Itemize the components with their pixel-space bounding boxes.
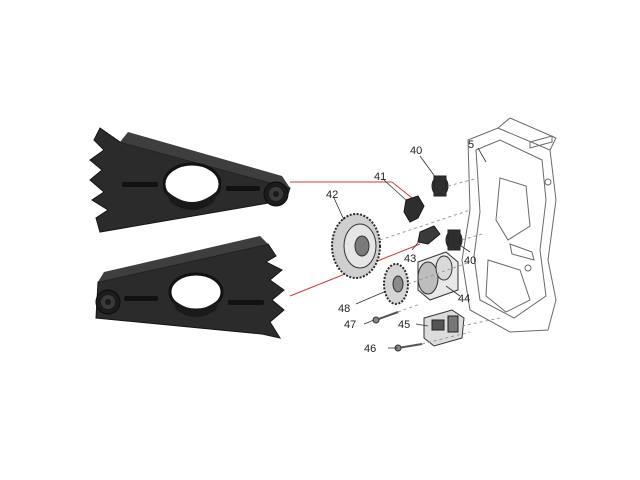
callout-43: 43: [404, 253, 416, 265]
part-43-connector: [417, 225, 441, 245]
part-47-screw: [372, 311, 399, 324]
callout-41: 41: [374, 171, 386, 183]
part-48-small-gear: [383, 263, 409, 305]
door-housing: [461, 117, 557, 333]
exploded-assembly: [331, 117, 557, 352]
part-46-screw: [394, 343, 423, 352]
part-41-clip: [403, 195, 425, 223]
callout-44: 44: [458, 293, 470, 305]
bracket-part-bottom: [95, 236, 285, 339]
part-40-upper: [431, 175, 449, 197]
assembly-guides: [379, 177, 501, 345]
part-45-actuator: [423, 309, 465, 347]
part-42-large-gear: [331, 213, 381, 279]
part-44-motor: [417, 251, 459, 301]
callout-46: 46: [364, 343, 376, 355]
callout-labels: 5 40 40 41 42 43 44 45 46 47 48: [326, 139, 476, 355]
callout-45: 45: [398, 319, 410, 331]
part-40-lower: [445, 229, 463, 251]
callout-42: 42: [326, 189, 338, 201]
callout-5: 5: [468, 139, 474, 151]
callout-48: 48: [338, 303, 350, 315]
callout-40-upper: 40: [410, 145, 422, 157]
callout-leaders: [333, 147, 487, 349]
bracket-part-top: [89, 127, 291, 233]
callout-47: 47: [344, 319, 356, 331]
callout-40-lower: 40: [464, 255, 476, 267]
